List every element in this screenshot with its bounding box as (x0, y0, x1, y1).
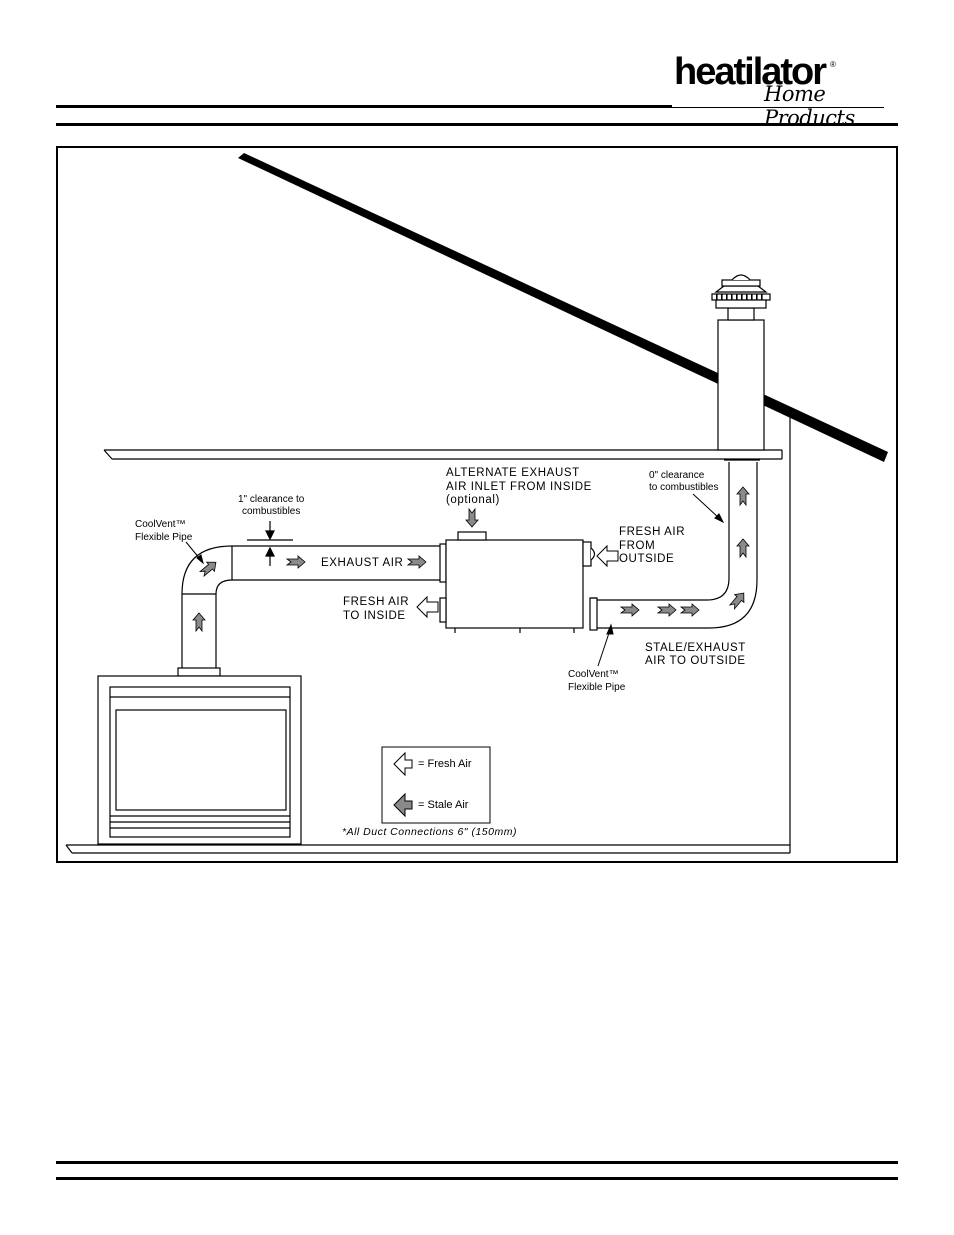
brand-name: heatilator (674, 51, 827, 93)
stale-arrow-out-3 (680, 603, 700, 617)
stale-arrow-alt-inlet (465, 508, 479, 528)
legend-fresh-icon (393, 751, 413, 777)
fresh-from-outside-label-3: OUTSIDE (619, 553, 674, 565)
legend: = Fresh Air = Stale Air (381, 746, 491, 824)
fresh-to-inside-label: FRESH AIR (343, 596, 409, 608)
leader-lines (185, 493, 725, 667)
stale-exhaust-label: STALE/EXHAUST (645, 642, 746, 654)
stale-arrow-out-1 (620, 603, 640, 617)
coolvent-left-label-2: Flexible Pipe (135, 532, 193, 543)
brand-logo: heatilator ® Home Products (672, 51, 894, 130)
fresh-from-outside-label-2: FROM (619, 540, 655, 552)
footer-rule-bottom (56, 1177, 898, 1180)
stale-arrow-up-right-2 (736, 486, 750, 506)
diagram-frame (56, 146, 898, 863)
brand-underline (672, 107, 884, 108)
fresh-arrow-from-outside (596, 545, 619, 567)
stale-arrow-duct-2 (407, 555, 427, 569)
coolvent-right-label-2: Flexible Pipe (568, 682, 626, 693)
stale-arrow-out-2 (657, 603, 677, 617)
clearance-0-label: 0" clearance (649, 470, 705, 481)
alt-inlet-label-3: (optional) (446, 494, 500, 506)
fresh-to-inside-label-2: TO INSIDE (343, 610, 406, 622)
fireplace (97, 667, 302, 845)
stale-arrow-elbow-right (727, 588, 749, 612)
header-rule-thick (56, 105, 672, 108)
header-rule-full (56, 123, 898, 126)
stale-arrow-up-right-1 (736, 538, 750, 558)
termination-cap (711, 274, 771, 309)
left-exhaust-duct (181, 543, 447, 668)
duct-note: *All Duct Connections 6" (150mm) (342, 826, 517, 838)
stale-arrow-duct-1 (286, 555, 306, 569)
legend-fresh-label: = Fresh Air (418, 758, 472, 770)
brand-tagline: Home Products (764, 82, 855, 130)
vent-chimney (717, 307, 765, 461)
brand-registered: ® (830, 60, 836, 69)
legend-stale-label: = Stale Air (418, 799, 469, 811)
footer-rule-top (56, 1161, 898, 1164)
fresh-arrow-to-inside (416, 596, 439, 618)
fresh-from-outside-label: FRESH AIR (619, 526, 685, 538)
ceiling (103, 449, 783, 460)
coolvent-right-label: CoolVent™ (568, 669, 619, 680)
stale-exhaust-label-2: AIR TO OUTSIDE (645, 655, 746, 667)
hrv-unit (439, 531, 596, 633)
clearance-1-label-2: combustibles (242, 506, 300, 517)
clearance-1-label: 1" clearance to (238, 494, 305, 505)
floor (65, 844, 790, 854)
exhaust-air-label: EXHAUST AIR (321, 557, 403, 569)
clearance-marker (247, 521, 293, 566)
legend-stale-icon (393, 792, 413, 818)
alt-inlet-label-2: AIR INLET FROM INSIDE (446, 481, 592, 493)
stale-arrow-up-left (192, 612, 206, 632)
clearance-0-label-2: to combustibles (649, 482, 718, 493)
right-flex-pipe (589, 462, 758, 631)
alt-inlet-label: ALTERNATE EXHAUST (446, 467, 580, 479)
coolvent-left-label: CoolVent™ (135, 519, 186, 530)
